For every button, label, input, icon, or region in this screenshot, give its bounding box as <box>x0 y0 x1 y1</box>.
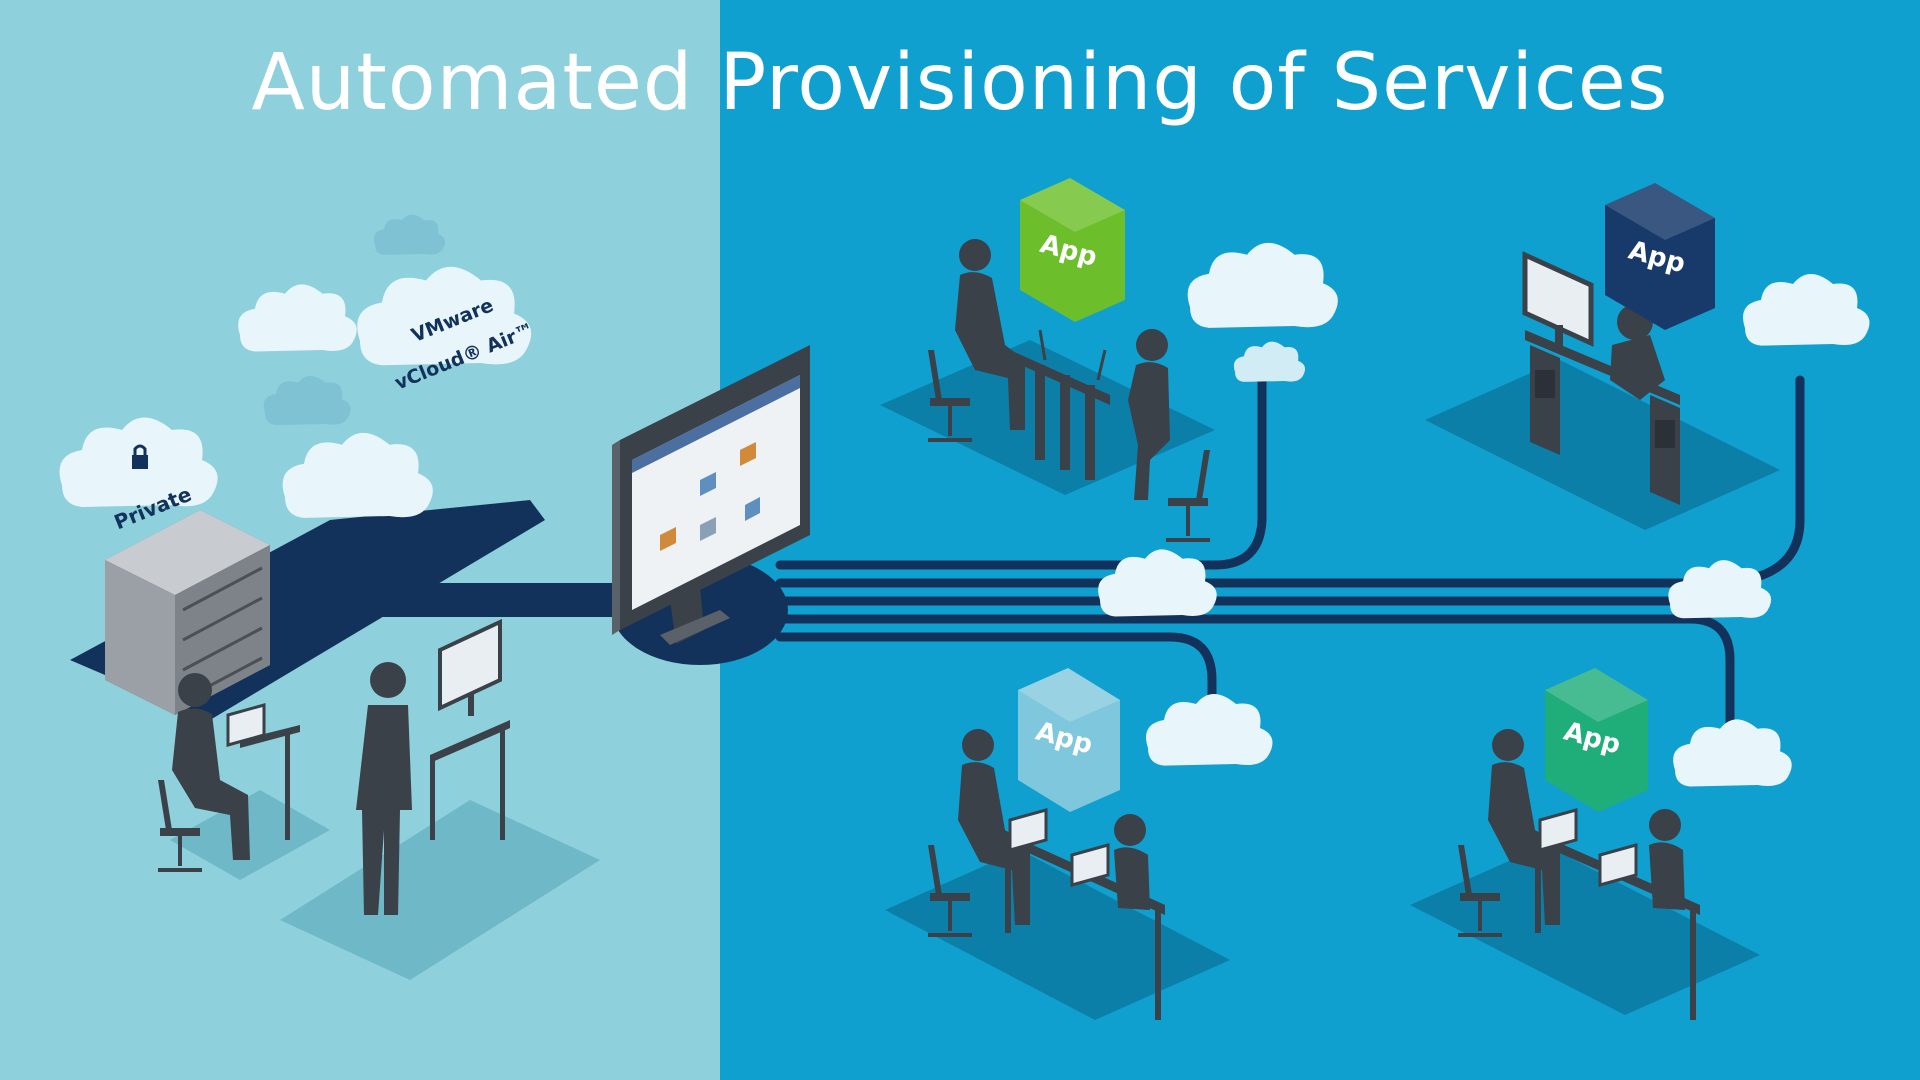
work-group-bottom-left <box>928 729 1165 1020</box>
cloud-icon-left-shadow <box>263 375 351 426</box>
cloud-icon-left-2 <box>282 432 433 518</box>
meeting-group-top-left <box>928 239 1210 542</box>
cloud-icon-right-3 <box>1098 549 1217 617</box>
server-rack-icon <box>105 510 270 715</box>
app-badge-green: App <box>1020 178 1125 322</box>
cloud-icon-right-5 <box>1743 274 1870 346</box>
person-standing-left <box>356 618 510 915</box>
slide-title: Automated Provisioning of Services <box>251 38 1669 128</box>
app-badge-teal: App <box>1545 668 1648 812</box>
cloud-icon-right-6 <box>1668 560 1772 619</box>
cloud-icon-right-4 <box>1146 694 1273 766</box>
lock-icon <box>132 444 148 469</box>
app-badge-light-blue: App <box>1018 668 1120 812</box>
desk-worker-top-right <box>1522 251 1680 505</box>
floor-shadows-right <box>880 340 1780 1020</box>
vcloud-air-cloud: VMware vCloud® Air™ <box>357 266 537 394</box>
work-group-bottom-right <box>1458 729 1700 1020</box>
cloud-icon-right-2 <box>1233 341 1306 382</box>
app-badge-navy: App <box>1605 183 1715 330</box>
cloud-icon-right-1 <box>1187 242 1338 328</box>
cloud-icon-right-7 <box>1673 719 1792 787</box>
cloud-icon-small-top <box>373 214 446 255</box>
cloud-icon-left-1 <box>238 284 357 352</box>
central-monitor-icon <box>612 345 810 665</box>
person-seated-left <box>158 673 300 872</box>
